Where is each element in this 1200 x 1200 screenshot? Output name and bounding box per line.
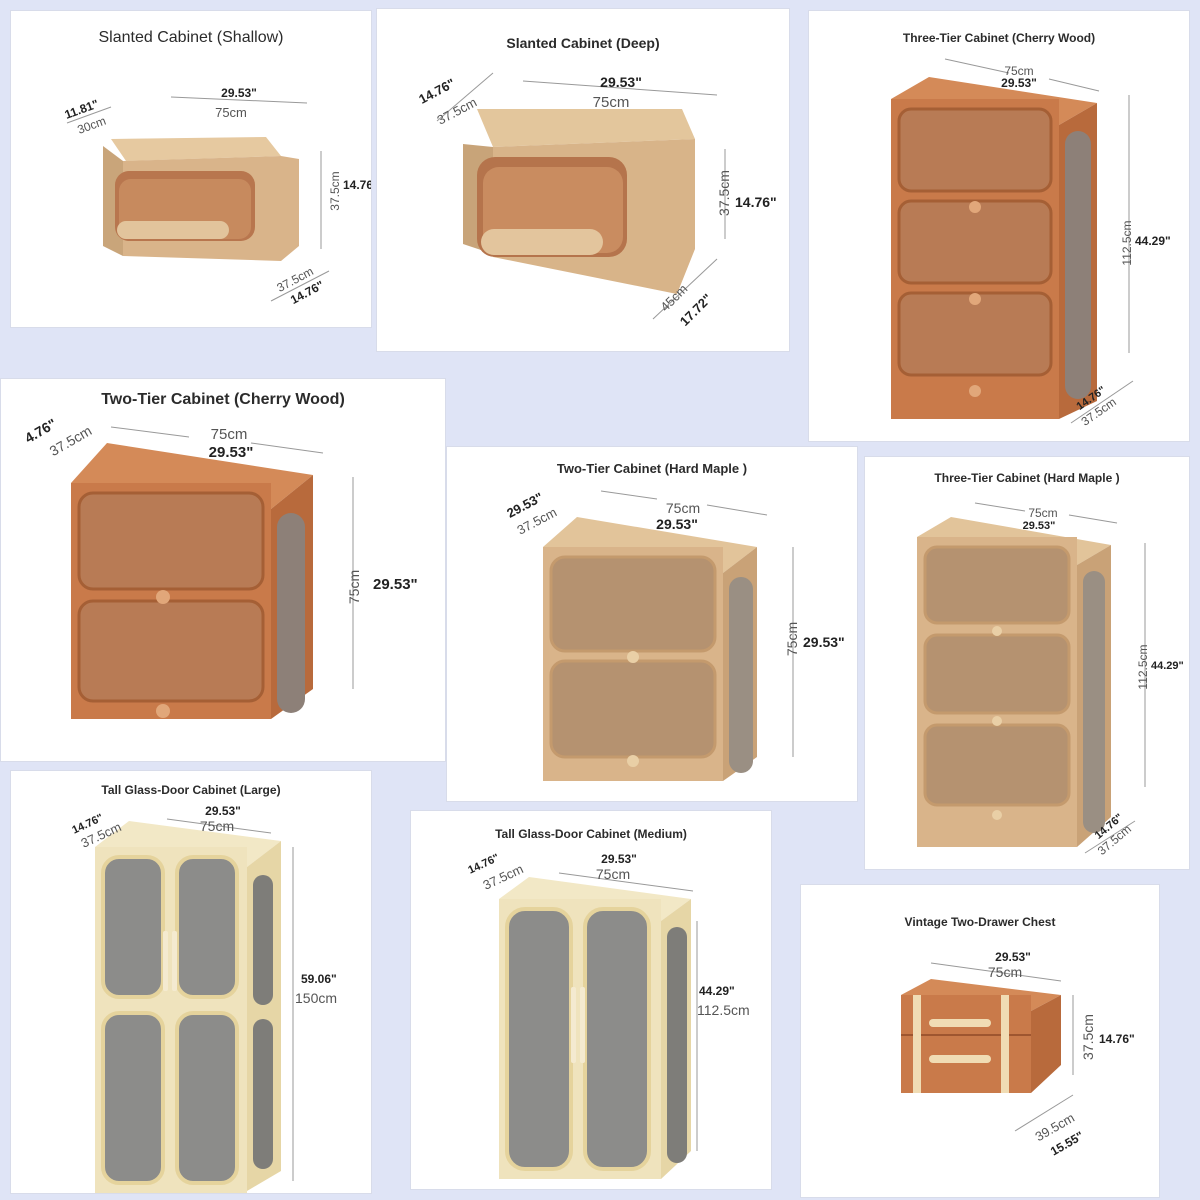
dim-height-cm: 150cm	[295, 990, 337, 1006]
dim-width-in: 29.53"	[1023, 520, 1056, 532]
dim-width-cm: 75cm	[593, 94, 630, 111]
dim-width-in: 29.53"	[995, 950, 1031, 964]
dim-depth-cm: 37.5cm	[435, 94, 480, 127]
dim-width-cm: 75cm	[1028, 506, 1057, 520]
dim-height-in: 29.53"	[803, 634, 845, 650]
product-illustration: 29.53" 75cm 11.81" 30cm 37.5cm 14.76" 37…	[63, 86, 372, 307]
product-illustration: 14.76" 37.5cm 29.53" 75cm 44.29" 112.5cm	[466, 852, 750, 1179]
dim-width-cm: 75cm	[215, 105, 247, 120]
product-card-slanted-shallow: Slanted Cabinet (Shallow) 29.53" 75cm 11…	[10, 10, 372, 328]
product-title: Two-Tier Cabinet (Cherry Wood)	[101, 391, 345, 408]
product-title: Three-Tier Cabinet (Cherry Wood)	[902, 31, 1096, 45]
dim-width-in: 29.53"	[221, 86, 257, 100]
product-title: Three-Tier Cabinet (Hard Maple )	[934, 471, 1120, 485]
product-card-tall-glass-medium: Tall Glass-Door Cabinet (Medium) 14.76" …	[410, 810, 772, 1190]
dim-height-in: 59.06"	[301, 972, 337, 986]
dim-height-in: 14.76"	[1099, 1032, 1135, 1046]
dim-width-in: 29.53"	[1001, 76, 1037, 90]
product-illustration: 29.53" 75cm 14.76" 37.5cm 37.5cm 14.76" …	[416, 72, 777, 329]
product-illustration: 29.53" 37.5cm 75cm 29.53" 75cm 29.53"	[504, 489, 845, 781]
dim-height-cm: 75cm	[784, 622, 800, 656]
product-illustration: 75cm 29.53" 112.5cm 44.29" 14.76" 37.5cm	[917, 502, 1184, 858]
dim-height-in: 14.76"	[735, 194, 777, 210]
product-title: Slanted Cabinet (Deep)	[506, 35, 660, 51]
product-title: Tall Glass-Door Cabinet (Large)	[101, 783, 281, 797]
dim-height-cm: 112.5cm	[1136, 644, 1150, 689]
product-card-two-tier-cherry: Two-Tier Cabinet (Cherry Wood) 4.76" 37.…	[0, 378, 446, 762]
dim-width-cm: 75cm	[1004, 64, 1033, 78]
product-title: Vintage Two-Drawer Chest	[904, 915, 1056, 929]
product-illustration: 14.76" 37.5cm 29.53" 75cm 59.06" 150cm	[70, 804, 337, 1193]
product-illustration: 75cm 29.53" 112.5cm 44.29" 14.76" 37.5cm	[891, 58, 1171, 429]
dim-width-in: 29.53"	[600, 74, 642, 90]
dim-width-in: 29.53"	[656, 516, 698, 532]
product-card-vintage-chest: Vintage Two-Drawer Chest 29.53" 75cm 37.…	[800, 884, 1160, 1198]
product-card-three-tier-maple: Three-Tier Cabinet (Hard Maple ) 75cm 29…	[864, 456, 1190, 870]
dim-height-cm: 112.5cm	[697, 1002, 750, 1018]
product-title: Slanted Cabinet (Shallow)	[98, 29, 284, 46]
dim-width-in: 29.53"	[209, 444, 254, 461]
dim-height-cm: 37.5cm	[1080, 1014, 1096, 1060]
dim-width-cm: 75cm	[200, 818, 234, 834]
dim-height-in: 44.29"	[699, 984, 735, 998]
dim-width-cm: 75cm	[988, 964, 1022, 980]
dim-height-cm: 112.5cm	[1120, 220, 1134, 265]
product-illustration: 29.53" 75cm 37.5cm 14.76" 39.5cm 15.55"	[901, 950, 1135, 1159]
dim-depth-in: 14.76"	[416, 75, 457, 106]
dim-height-cm: 37.5cm	[716, 170, 732, 216]
dim-height-cm: 37.5cm	[328, 171, 342, 210]
dim-width-cm: 75cm	[211, 426, 248, 443]
product-card-slanted-deep: Slanted Cabinet (Deep) 29.53" 75cm 14.76…	[376, 8, 790, 352]
dim-height-in: 44.29"	[1151, 660, 1184, 672]
product-title: Two-Tier Cabinet (Hard Maple )	[556, 461, 748, 476]
dim-height-in: 14.76"	[343, 178, 372, 192]
product-card-three-tier-cherry: Three-Tier Cabinet (Cherry Wood) 75cm 29…	[808, 10, 1190, 442]
dim-width-cm: 75cm	[666, 500, 700, 516]
dim-height-in: 29.53"	[373, 576, 418, 593]
product-title: Tall Glass-Door Cabinet (Medium)	[495, 827, 687, 841]
product-card-tall-glass-large: Tall Glass-Door Cabinet (Large) 14.76" 3…	[10, 770, 372, 1194]
dim-height-in: 44.29"	[1135, 234, 1171, 248]
product-illustration: 4.76" 37.5cm 75cm 29.53" 75cm 29.53"	[22, 415, 418, 719]
dim-width-in: 29.53"	[205, 804, 241, 818]
dim-width-cm: 75cm	[596, 866, 630, 882]
dim-height-cm: 75cm	[346, 570, 362, 604]
product-card-two-tier-maple: Two-Tier Cabinet (Hard Maple ) 29.53" 37…	[446, 446, 858, 802]
dim-width-in: 29.53"	[601, 852, 637, 866]
